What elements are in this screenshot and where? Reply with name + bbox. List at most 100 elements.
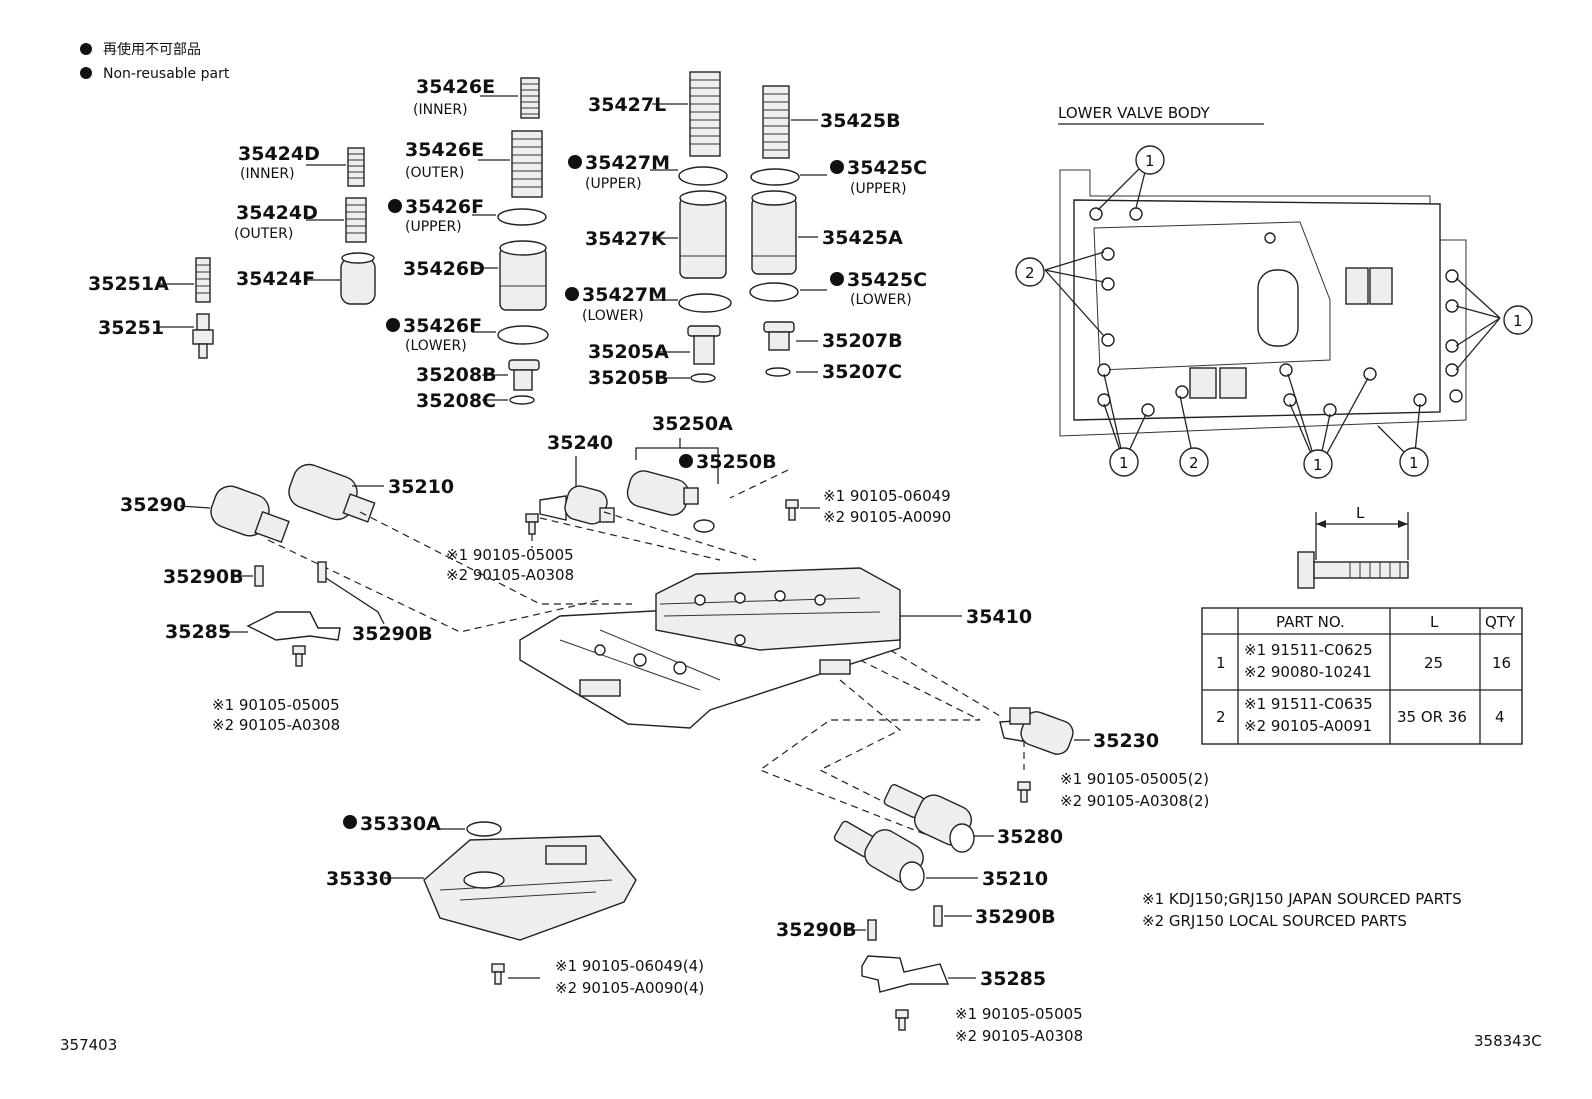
label-35240: 35240	[547, 432, 613, 454]
label-35251: 35251	[98, 317, 164, 339]
plug-35205A	[687, 325, 721, 365]
label-35330: 35330	[326, 868, 392, 890]
bolt-icon	[525, 513, 539, 535]
solenoid-35230	[999, 707, 1074, 755]
bolt-note-6-a: ※1 90105-05005	[955, 1005, 1083, 1023]
callout-circle-1	[1503, 305, 1533, 335]
oring-35425C-lower	[749, 282, 799, 302]
non-reusable-bullet-icon	[388, 199, 402, 213]
plug-35207B	[763, 321, 795, 351]
spring-35424D-inner	[347, 147, 365, 187]
bolt-note-2-b: ※2 90105-A0308	[446, 566, 574, 584]
non-reusable-bullet-icon	[568, 155, 582, 169]
table-cell-part-b: ※2 90105-A0091	[1244, 717, 1372, 735]
label-35210-top: 35210	[388, 476, 454, 498]
callout-1-label: 1	[1119, 454, 1129, 472]
spring-35426E-outer	[511, 130, 543, 198]
legend: 再使用不可部品 Non-reusable part	[80, 41, 230, 82]
label-35427M-upper-sub: (UPPER)	[585, 176, 642, 192]
valve-body-35410	[519, 567, 901, 729]
label-35424D-outer-sub: (OUTER)	[234, 226, 293, 242]
plug-35208B	[508, 359, 540, 391]
table-cell-no: 1	[1216, 654, 1226, 672]
callout-1-label: 1	[1313, 456, 1323, 474]
oring-35330A	[466, 821, 502, 837]
label-35425C-lower-sub: (LOWER)	[850, 292, 912, 308]
label-35425B: 35425B	[820, 110, 901, 132]
table-cell-part-a: ※1 91511-C0625	[1244, 641, 1373, 659]
label-35424D-inner: 35424D	[238, 143, 320, 165]
bolt-icon	[292, 645, 306, 667]
spring-35251A	[195, 257, 211, 303]
solenoid-35290	[210, 485, 290, 544]
bolt-note-1-b: ※2 90105-A0090	[823, 508, 951, 526]
label-35424F: 35424F	[236, 268, 315, 290]
callout-circle-2	[1179, 447, 1209, 477]
callout-circle-2	[1015, 257, 1045, 287]
spring-35425B	[762, 85, 790, 159]
lower-valve-body-plate	[1073, 199, 1441, 421]
non-reusable-bullet-icon	[80, 43, 92, 55]
bolt-spec-table: PART NO. L QTY 1 ※1 91511-C0625 ※2 90080…	[1201, 607, 1523, 745]
clip-35208C	[509, 395, 535, 405]
sleeve-35425A	[751, 190, 797, 275]
figure-number-right: 358343C	[1474, 1032, 1542, 1050]
bolt-dimension-detail: L	[1297, 504, 1409, 589]
non-reusable-bullet-icon	[830, 160, 844, 174]
label-35426F-lower-sub: (LOWER)	[405, 338, 467, 354]
bolt-icon	[785, 499, 799, 521]
table-cell-part-b: ※2 90080-10241	[1244, 663, 1372, 681]
spring-35427L	[689, 71, 721, 157]
table-row: 1 ※1 91511-C0625 ※2 90080-10241 25 16	[1216, 641, 1511, 681]
bolt-note-2-a: ※1 90105-05005	[446, 546, 574, 564]
table-header-part-no: PART NO.	[1276, 613, 1345, 631]
pin-35290B	[867, 919, 877, 941]
footnote-1: ※1 KDJ150;GRJ150 JAPAN SOURCED PARTS	[1142, 890, 1462, 908]
table-row: 2 ※1 91511-C0635 ※2 90105-A0091 35 OR 36…	[1216, 695, 1505, 735]
label-35426E-outer: 35426E	[405, 139, 484, 161]
callout-circle-1	[1109, 447, 1139, 477]
oring-35425C-upper	[750, 168, 800, 186]
callout-2-label: 2	[1025, 264, 1035, 282]
oring-35426F-upper	[497, 208, 547, 226]
dimension-label: L	[1356, 504, 1365, 522]
callout-circle-1	[1303, 449, 1333, 479]
legend-en: Non-reusable part	[103, 66, 230, 82]
valve-group-35427: 35427L 35427M (UPPER) 35427K 35427M (LOW…	[565, 71, 732, 389]
table-cell-l: 35 OR 36	[1397, 708, 1467, 726]
label-35426F-lower: 35426F	[403, 315, 482, 337]
label-35426E-outer-sub: (OUTER)	[405, 165, 464, 181]
retainer-35285	[246, 611, 341, 641]
label-35426D: 35426D	[403, 258, 485, 280]
bolt-icon	[491, 963, 505, 985]
bolt-note-3-a: ※1 90105-05005	[212, 696, 340, 714]
valve-group-35426: 35426E (INNER) 35426E (OUTER) 35426F (UP…	[386, 76, 549, 412]
label-35330A: 35330A	[360, 813, 441, 835]
bolt-note-5-a: ※1 90105-06049(4)	[555, 957, 704, 975]
label-35250B: 35250B	[696, 451, 777, 473]
label-35280: 35280	[997, 826, 1063, 848]
non-reusable-bullet-icon	[386, 318, 400, 332]
solenoids-lower: 35230 ※1 90105-05005(2) ※2 90105-A0308(2…	[776, 707, 1209, 1045]
oil-strainer-35330	[423, 835, 637, 941]
assembly-guide-lines	[267, 469, 1025, 841]
valve-group-35424: 35424D (INNER) 35424D (OUTER) 35424F 352…	[88, 143, 376, 359]
label-35410: 35410	[966, 606, 1032, 628]
table-header-l: L	[1430, 613, 1439, 631]
oil-strainer-group: 35330A 35330 ※1 90105-06049(4) ※2 90105-…	[326, 813, 704, 997]
label-35426F-upper: 35426F	[405, 196, 484, 218]
valve-35251	[192, 313, 214, 359]
label-35290B-d: 35290B	[776, 919, 857, 941]
label-35205B: 35205B	[588, 367, 669, 389]
parts-lower-left: 35290B 35290B 35285 ※1 90105-05005 ※2 90…	[163, 561, 433, 734]
solenoid-35280	[883, 784, 975, 853]
label-35250A: 35250A	[652, 413, 733, 435]
figure-number-left: 357403	[60, 1036, 117, 1054]
bolt-note-4-b: ※2 90105-A0308(2)	[1060, 792, 1209, 810]
label-35285-b: 35285	[980, 968, 1046, 990]
non-reusable-bullet-icon	[565, 287, 579, 301]
solenoids-upper: 35250A 35250B 35240 35290 35210	[120, 413, 777, 544]
table-cell-no: 2	[1216, 708, 1226, 726]
pin-35290B	[254, 565, 264, 587]
